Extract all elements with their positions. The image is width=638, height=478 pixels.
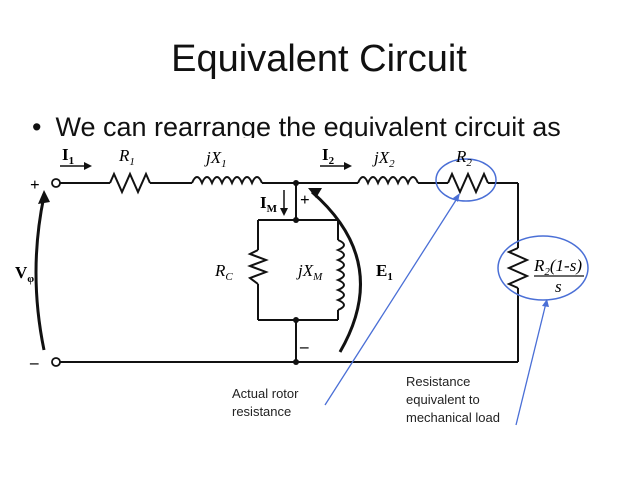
- terminal-bottom: [51, 357, 61, 367]
- slide-title: Equivalent Circuit: [171, 38, 467, 80]
- bullet-point: • We can rearrange the equivalent circuit…: [32, 112, 561, 138]
- node-top: [293, 180, 299, 186]
- rotor-pointer-line: [324, 196, 459, 406]
- load-pointer-arrow-icon: [542, 299, 549, 307]
- load-denominator-label: s: [555, 277, 562, 296]
- rotor-pointer-arrow-icon: [453, 193, 460, 202]
- jx1-inductor: [191, 176, 263, 186]
- voltage-arc: [34, 195, 46, 351]
- v-phi-label: Vφ: [15, 263, 34, 285]
- i2-label: I2: [322, 145, 335, 167]
- jx1-label: jX1: [204, 148, 227, 170]
- jxm-label: jXM: [296, 261, 323, 283]
- i2-arrow-icon: [344, 162, 352, 170]
- minus-mid-label: –: [299, 337, 309, 356]
- e1-arc: [311, 190, 362, 353]
- load-note-line: equivalent to: [406, 392, 480, 407]
- node-magnetizing-bottom: [293, 317, 299, 323]
- load-note-line: Resistance: [406, 374, 471, 389]
- plus-mid-label: +: [300, 190, 310, 209]
- load-numerator-label: R2(1-s): [533, 256, 582, 278]
- r2-label: R2: [455, 147, 472, 169]
- load-note-line: mechanical load: [406, 410, 500, 425]
- e1-label: E1: [376, 261, 393, 283]
- r1-label: R1: [118, 146, 135, 168]
- r2-highlight-circle: [435, 158, 497, 202]
- node-bottom: [293, 359, 299, 365]
- mechanical-load-note: Resistance equivalent to mechanical load: [406, 373, 500, 427]
- jxm-inductor: [335, 239, 345, 311]
- rotor-note-line: resistance: [232, 404, 292, 419]
- e1-arrowhead-icon: [308, 188, 322, 198]
- im-label: IM: [260, 193, 278, 215]
- jx2-label: jX2: [372, 148, 395, 170]
- bullet-dot-icon: •: [32, 112, 42, 138]
- terminal-top: [51, 178, 61, 188]
- load-pointer-line: [515, 302, 547, 426]
- i1-label: I1: [62, 145, 74, 167]
- load-highlight-circle: [497, 235, 589, 301]
- bullet-text: We can rearrange the equivalent circuit …: [55, 112, 561, 138]
- im-arrow-icon: [280, 208, 288, 216]
- rotor-resistance-note: Actual rotor resistance: [232, 385, 298, 421]
- voltage-arrowhead-icon: [38, 190, 50, 204]
- rotor-note-line: Actual rotor: [232, 386, 299, 401]
- r1-resistor: [109, 171, 151, 195]
- minus-left-label: –: [29, 353, 39, 372]
- load-resistor: [506, 247, 530, 289]
- rc-label: RC: [214, 261, 233, 283]
- plus-left-label: +: [30, 175, 40, 194]
- r2-resistor: [447, 171, 489, 195]
- node-magnetizing-top: [293, 217, 299, 223]
- jx2-inductor: [357, 176, 419, 186]
- i1-arrow-icon: [84, 162, 92, 170]
- rc-resistor: [247, 249, 269, 285]
